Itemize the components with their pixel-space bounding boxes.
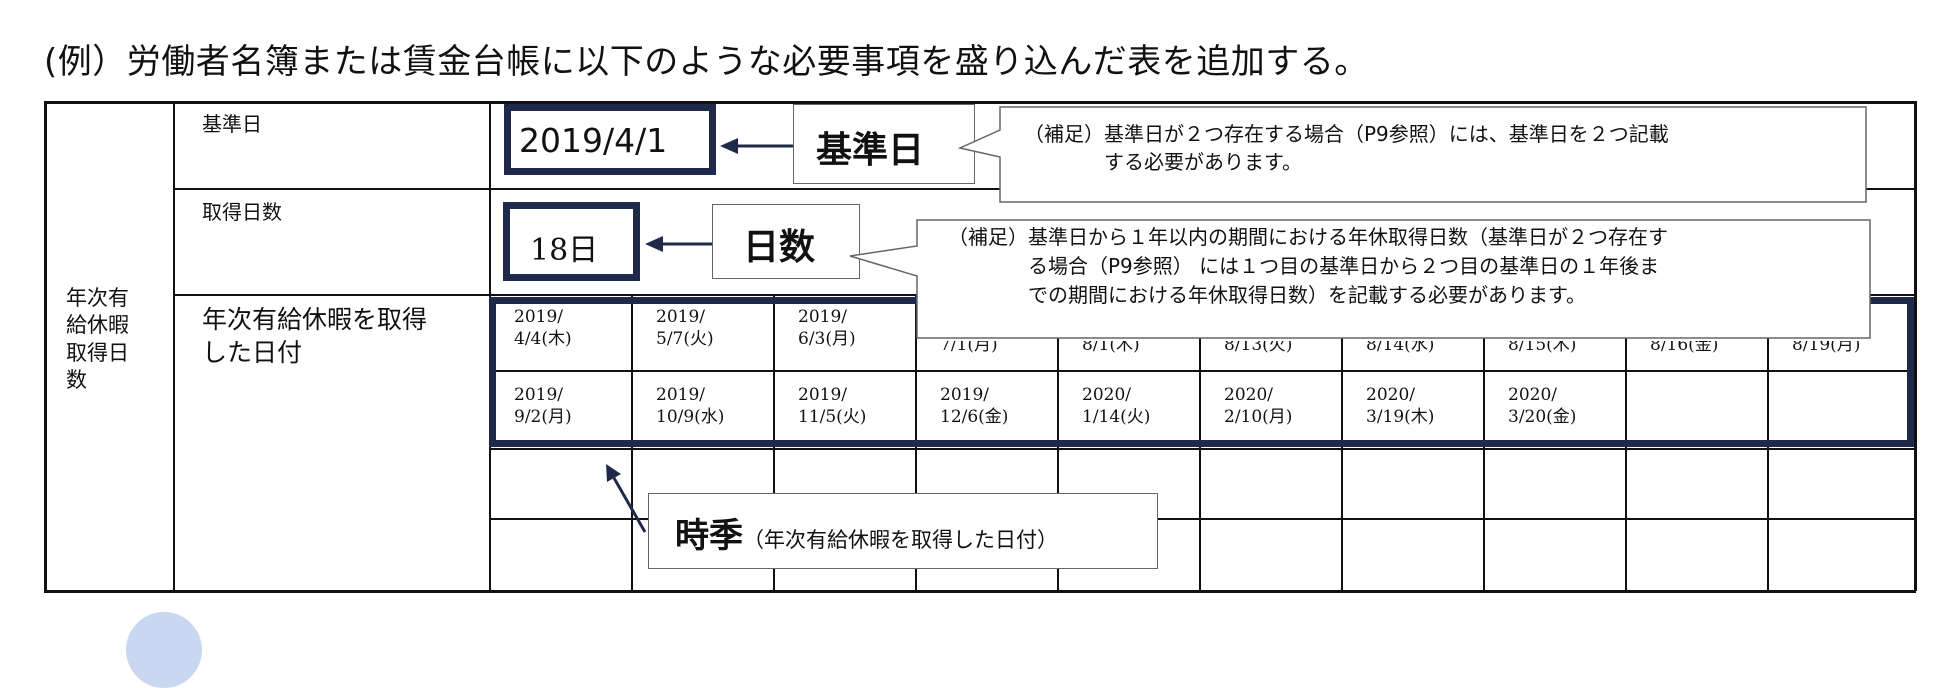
date-cell: 2019/ 5/7(火)	[656, 307, 714, 350]
days-value-box: 18日	[503, 202, 640, 281]
date-cell: 8/14(水)	[1366, 335, 1435, 355]
base-date-note: （補足）基準日が２つ存在する場合（P9参照）には、基準日を２つ記載 する必要があ…	[1024, 122, 1669, 174]
days-tag-label: 日数	[743, 227, 816, 268]
table-border-bottom	[44, 590, 1916, 593]
date-cell: 2019/ 4/4(木)	[514, 307, 572, 350]
label-dates-taken: 年次有給休暇を取得 した日付	[202, 305, 428, 367]
date-cell: 2020/ 1/14(火)	[1082, 385, 1151, 428]
date-cell: 8/13(火)	[1224, 335, 1293, 355]
days-note: （補足）基準日から１年以内の期間における年休取得日数（基準日が２つ存在す る場合…	[948, 225, 1668, 307]
table-border-right	[1914, 101, 1917, 591]
table-border-left	[44, 101, 47, 591]
arrow-head	[720, 138, 738, 154]
season-tag: 時季（年次有給休暇を取得した日付）	[648, 493, 1158, 569]
base-date-tag: 基準日	[793, 104, 975, 184]
date-cell: 2019/ 9/2(月)	[514, 385, 572, 428]
days-note-bubble	[849, 219, 1871, 339]
base-date-value-box: 2019/4/1	[504, 104, 716, 175]
base-date-tag-label: 基準日	[816, 130, 925, 171]
season-tag-note: （年次有給休暇を取得した日付）	[743, 528, 1058, 552]
grid-row-line-1	[489, 370, 1915, 372]
annotation-arrows	[606, 138, 793, 533]
page-title: (例）労働者名簿または賃金台帳に以下のような必要事項を盛り込んだ表を追加する。	[44, 42, 1369, 82]
grid-row-line-3	[489, 518, 1915, 520]
days-value: 18日	[530, 233, 599, 268]
date-cell: 8/16(金)	[1650, 335, 1719, 355]
date-cell: 8/15(木)	[1508, 335, 1577, 355]
arrow-head	[606, 464, 621, 482]
arrow-season	[612, 477, 647, 533]
date-cell: 2020/ 2/10(月)	[1224, 385, 1293, 428]
date-cell: 2019/ 10/9(水)	[656, 385, 725, 428]
date-cell: 2020/ 3/20(金)	[1508, 385, 1577, 428]
grid-row-line-2	[489, 448, 1915, 450]
date-cell: 7/1(月)	[940, 335, 998, 355]
date-cell: 8/19(月)	[1792, 335, 1861, 355]
label-base-date: 基準日	[202, 112, 262, 136]
arrow-head	[645, 236, 663, 252]
base-date-value: 2019/4/1	[519, 121, 668, 160]
col-divider-1	[173, 101, 175, 591]
date-cell: 2020/ 3/19(木)	[1366, 385, 1435, 428]
days-tag: 日数	[712, 204, 860, 279]
base-date-note-bubble	[957, 106, 1867, 203]
date-cell: 8/1(木)	[1082, 335, 1140, 355]
season-tag-label: 時季	[675, 516, 743, 556]
table-border-top	[44, 101, 1916, 104]
date-cell: 2019/ 6/3(月)	[798, 307, 856, 350]
row-header: 年次有 給休暇 取得日 数	[66, 286, 129, 392]
date-cell: 2019/ 12/6(金)	[940, 385, 1009, 428]
decorative-circle	[126, 612, 202, 688]
label-days-taken: 取得日数	[202, 200, 282, 224]
date-cell: 2019/ 11/5(火)	[798, 385, 867, 428]
